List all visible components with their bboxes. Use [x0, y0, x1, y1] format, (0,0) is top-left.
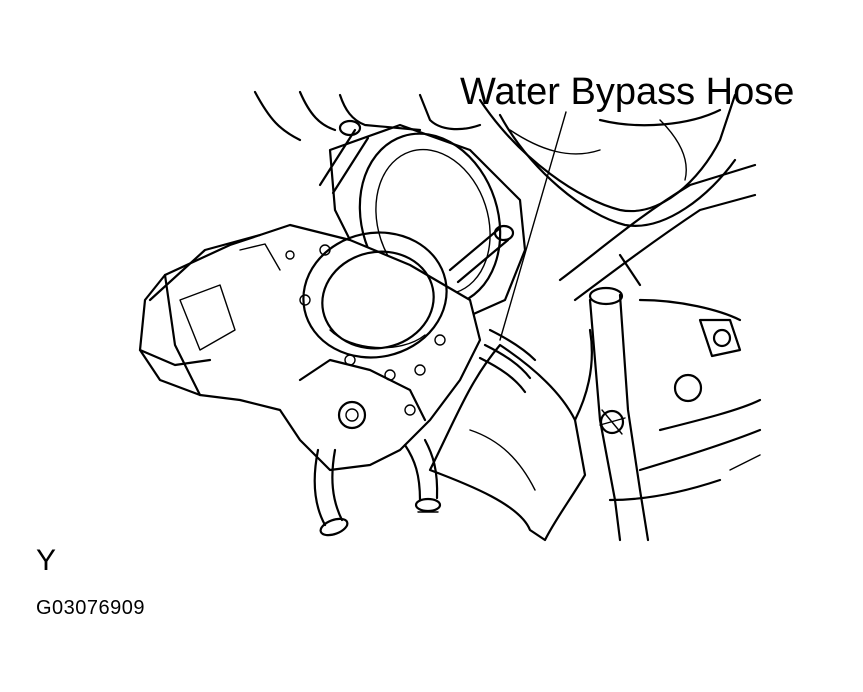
right-side-components [608, 298, 762, 502]
right-vertical-pipe [588, 286, 650, 542]
water-bypass-hose-label: Water Bypass Hose [460, 71, 795, 113]
view-letter-label: Y [36, 544, 57, 577]
water-bypass-hose [428, 328, 593, 542]
hose-clamp [599, 409, 626, 435]
lower-center-hose [403, 438, 442, 513]
figure-code-label: G03076909 [36, 597, 146, 619]
mounting-studs [318, 119, 515, 284]
callout-leader-line [499, 111, 567, 341]
throttle-body [138, 223, 482, 472]
upper-right-pipe [558, 163, 757, 302]
engine-background-outline [253, 90, 737, 227]
lower-left-hose [313, 448, 349, 537]
